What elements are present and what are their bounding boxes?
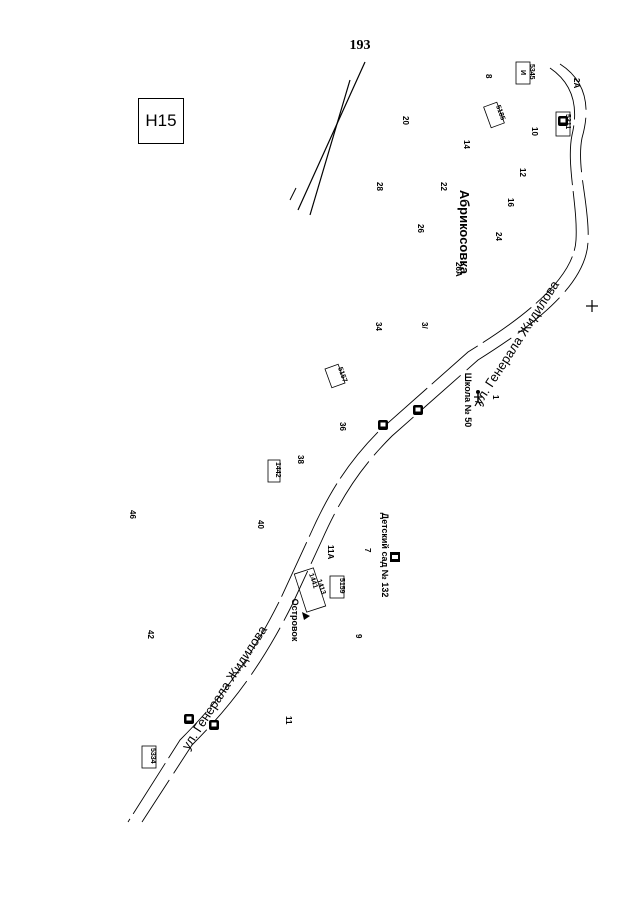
block-box — [515, 61, 531, 85]
house-number: 9 — [354, 634, 363, 639]
block-code: 5185 — [494, 104, 506, 121]
poi-label-kindergarten: Детский сад № 132 — [380, 513, 390, 598]
block-code: 5345 — [528, 64, 535, 80]
block-code: 1441 — [307, 572, 319, 589]
block-box — [267, 459, 281, 483]
block-code: 5157 — [336, 366, 348, 383]
road-zhidilova-edge-a — [127, 67, 577, 823]
house-number: 46 — [128, 510, 137, 519]
bus-stop-icon — [558, 116, 568, 126]
house-number: 34 — [374, 322, 383, 331]
block-code: 1442 — [274, 462, 281, 478]
sheet-index-box: H15 — [138, 98, 184, 144]
bus-stop-icon — [184, 714, 194, 724]
block-code: 5311 — [564, 114, 571, 129]
house-number: 1 — [491, 395, 500, 400]
block-code: 5334 — [149, 748, 156, 764]
block-box — [324, 363, 346, 389]
house-number: 16 — [506, 198, 515, 207]
boundary-tick — [289, 187, 297, 201]
house-number: 2А — [572, 78, 581, 88]
poi-label-school: Школа № 50 — [463, 373, 473, 427]
block-box — [555, 111, 571, 137]
block-box — [293, 567, 327, 613]
street-label-abrikosovka: Абрикосовка — [457, 190, 472, 275]
house-number: 20 — [401, 116, 410, 125]
house-number: 38 — [296, 455, 305, 464]
poi-label-ostrovok: Островок — [290, 599, 300, 642]
block-code: 1413 — [315, 578, 327, 595]
sheet-label: H15 — [145, 111, 177, 130]
block-code: И — [519, 70, 526, 75]
shop-icon — [302, 612, 310, 620]
block-box — [329, 575, 345, 599]
house-number: 24 — [494, 232, 503, 241]
bus-stop-icon — [413, 405, 423, 415]
house-number: 28 — [375, 182, 384, 191]
house-number: 3/ — [420, 322, 429, 329]
house-number: 40 — [256, 520, 265, 529]
kindergarten-icon — [390, 552, 400, 562]
house-number: 7 — [363, 548, 372, 553]
house-number: 26 — [416, 224, 425, 233]
bus-stop-icon — [378, 420, 388, 430]
house-number: 42 — [146, 630, 155, 639]
bus-stop-icon — [209, 720, 219, 730]
house-number: 12 — [518, 168, 527, 177]
house-number: 22 — [439, 182, 448, 191]
house-number: 11А — [326, 545, 335, 559]
house-number: 14 — [462, 140, 471, 149]
street-label-zhidilova-lower: ул. Генерала Жидилова — [179, 622, 271, 752]
boundary-line-1 — [297, 61, 366, 211]
block-box — [483, 101, 505, 129]
boundary-line-2 — [309, 79, 351, 216]
page-number: 193 — [349, 38, 371, 53]
block-code: 5159 — [338, 578, 345, 594]
house-number: 8 — [484, 74, 493, 79]
block-box — [141, 745, 157, 769]
house-number: 11 — [284, 716, 293, 725]
house-number: 10 — [530, 127, 539, 136]
house-number: 36 — [338, 422, 347, 431]
school-icon — [474, 390, 482, 407]
house-number: 26А — [454, 262, 463, 277]
road-zhidilova-edge-b — [141, 63, 589, 823]
